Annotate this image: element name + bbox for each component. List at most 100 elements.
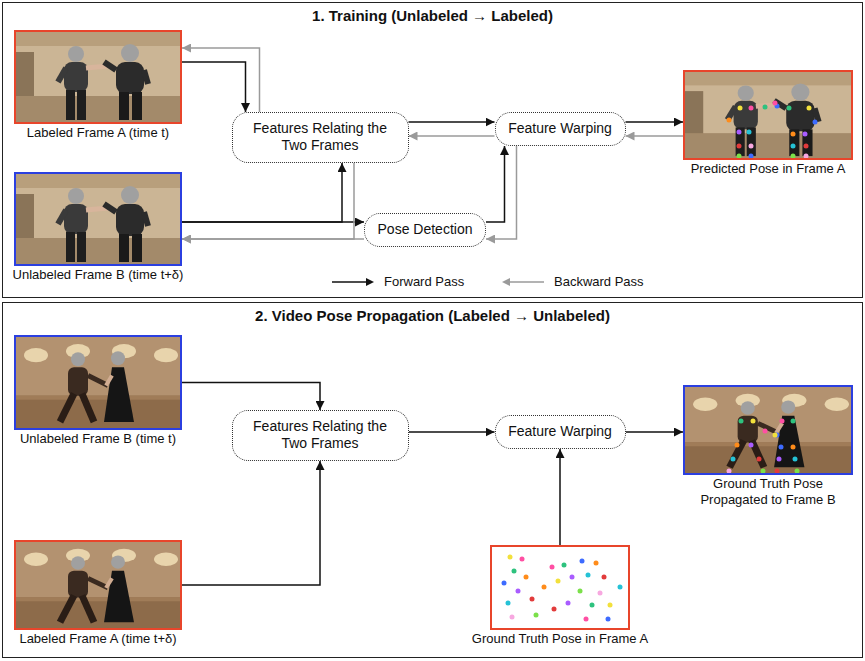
- process-box: Feature Warping: [495, 112, 626, 146]
- pose-dot: [761, 469, 766, 474]
- pose-dot: [524, 575, 529, 580]
- box-label-group: Feature Warping: [508, 120, 612, 137]
- pose-dot: [773, 101, 778, 106]
- box-label: Pose Detection: [378, 221, 473, 238]
- frame-caption: Unlabeled Frame B (time t+δ): [13, 267, 184, 283]
- legend-text: Forward Pass: [384, 274, 464, 289]
- frame-caption: Ground Truth Pose in Frame A: [472, 631, 648, 647]
- pose-dot: [738, 106, 743, 111]
- box-label-group: Features Relating the Two Frames: [245, 418, 395, 452]
- pose-dot: [773, 433, 778, 438]
- pose-dot: [807, 106, 812, 111]
- forward-arrow: [409, 121, 495, 123]
- pose-dot: [550, 565, 555, 570]
- pose-dot: [584, 617, 589, 622]
- forward-arrow: [626, 121, 684, 123]
- pose-dot: [749, 443, 754, 448]
- pose-dot: [804, 144, 809, 149]
- pose-dot: [763, 105, 768, 110]
- pose-dot: [803, 132, 808, 137]
- photo-frame: Ground Truth Pose in Frame A: [490, 545, 630, 630]
- pose-dot: [795, 469, 800, 474]
- pose-dot: [735, 443, 740, 448]
- frame-caption: Labeled Frame A (time t+δ): [19, 631, 176, 647]
- forward-arrow: [182, 163, 342, 222]
- photo-frame: Ground Truth Pose Propagated to Frame B: [683, 385, 853, 475]
- backward-arrow: [486, 146, 517, 239]
- forward-arrow: [182, 383, 320, 411]
- pose-dot: [779, 445, 784, 450]
- pose-dot: [739, 419, 744, 424]
- pose-dot: [731, 457, 736, 462]
- forward-arrow: [486, 146, 505, 222]
- photo: [685, 72, 851, 158]
- legend-arrowhead: [502, 278, 510, 286]
- pose-dot: [775, 469, 780, 474]
- pose-dot: [791, 154, 796, 159]
- pose-dot: [747, 130, 752, 135]
- panel-title: 2. Video Pose Propagation (Labeled → Unl…: [3, 307, 862, 324]
- pose-dot: [777, 457, 782, 462]
- pose-dot: [534, 613, 539, 618]
- pose-dot: [562, 563, 567, 568]
- box-label-group: Feature Warping: [508, 423, 612, 440]
- box-label: Features Relating the Two Frames: [245, 120, 395, 154]
- pose-dot: [737, 130, 742, 135]
- pose-canvas: [490, 545, 630, 630]
- pose-dot: [751, 419, 756, 424]
- pose-dot: [510, 615, 515, 620]
- pose-dot: [570, 575, 575, 580]
- panel-box: 2. Video Pose Propagation (Labeled → Unl…: [2, 302, 863, 658]
- pose-dot: [749, 144, 754, 149]
- panel-title-group: 2. Video Pose Propagation (Labeled → Unl…: [3, 307, 862, 324]
- pose-dot: [512, 569, 517, 574]
- pose-dot: [542, 585, 547, 590]
- pose-dot: [590, 603, 595, 608]
- frame-caption: Ground Truth Pose Propagated to Frame B: [693, 476, 843, 509]
- photo-frame: Unlabeled Frame B (time t+δ): [14, 172, 182, 266]
- pose-dots: [502, 555, 623, 622]
- frame-caption-group: Unlabeled Frame B (time t+δ): [13, 267, 184, 283]
- legend-item: Backward Pass: [500, 274, 644, 289]
- pose-dot: [594, 561, 599, 566]
- pose-dot: [608, 603, 613, 608]
- pose-dot: [578, 589, 583, 594]
- pose-dot: [749, 106, 754, 111]
- backward-arrow: [626, 135, 684, 137]
- backward-arrow: [409, 135, 495, 137]
- pose-dot: [791, 144, 796, 149]
- box-label: Feature Warping: [508, 120, 612, 137]
- legend-line: [332, 281, 367, 283]
- frame-caption-group: Predicted Pose in Frame A: [691, 161, 846, 177]
- pose-dot: [566, 601, 571, 606]
- pose-dot: [749, 154, 754, 159]
- pose-dot: [580, 559, 585, 564]
- pose-dot: [727, 118, 732, 123]
- process-box: Features Relating the Two Frames: [232, 112, 409, 163]
- pose-dot: [737, 154, 742, 159]
- pose-dot: [791, 132, 796, 137]
- forward-arrow: [409, 431, 495, 433]
- box-label: Features Relating the Two Frames: [245, 418, 395, 452]
- photo-frame: Labeled Frame A (time t+δ): [14, 540, 182, 630]
- pose-dot: [530, 597, 535, 602]
- photo: [16, 174, 180, 264]
- pose-dot: [606, 617, 611, 622]
- box-label-group: Features Relating the Two Frames: [245, 120, 395, 154]
- forward-arrow: [559, 449, 561, 545]
- photo-frame: Unlabeled Frame B (time t): [14, 335, 182, 430]
- pose-dot: [586, 573, 591, 578]
- photo: [16, 542, 180, 628]
- legend-sample: [330, 276, 376, 288]
- pose-dot: [787, 106, 792, 111]
- pose-dot: [516, 589, 521, 594]
- pose-dot: [780, 419, 785, 424]
- panel-title-group: 1. Training (Unlabeled → Labeled): [3, 7, 862, 24]
- pose-dot: [556, 579, 561, 584]
- forward-arrow: [626, 431, 684, 433]
- photo: [16, 337, 180, 428]
- frame-caption-group: Labeled Frame A (time t): [27, 125, 169, 141]
- forward-arrow: [182, 62, 246, 112]
